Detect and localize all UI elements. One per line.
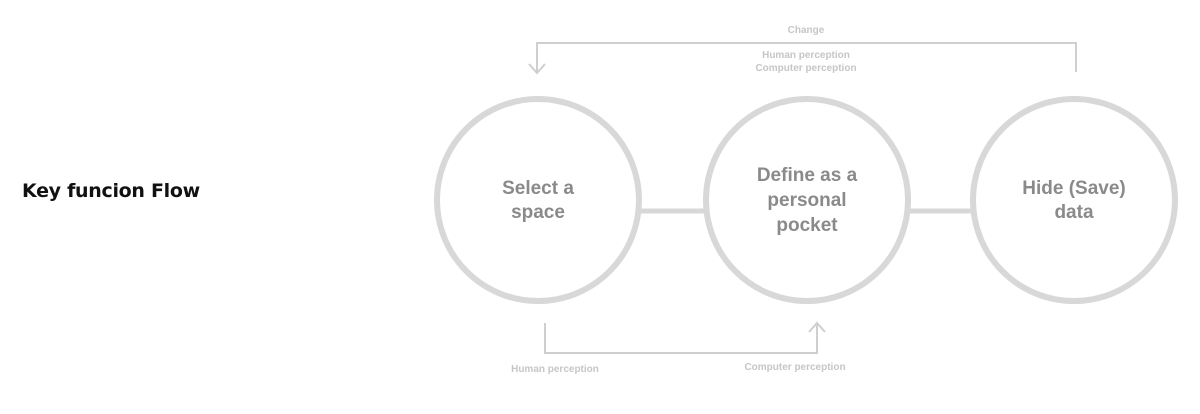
node-hide-data: Hide (Save) data bbox=[970, 96, 1178, 304]
node-hide-data-line-2: data bbox=[1054, 202, 1094, 223]
node-select-space-line-1: Select a bbox=[502, 178, 574, 199]
node-hide-data-line-1: Hide (Save) bbox=[1022, 178, 1125, 199]
top-loop-arrow-down-icon bbox=[528, 63, 546, 75]
bottom-loop-start-label: Human perception bbox=[511, 364, 599, 375]
node-define-pocket: Define as a personal pocket bbox=[703, 96, 911, 304]
top-feedback-loop: Change Human perception Computer percept… bbox=[528, 25, 1077, 75]
top-loop-sub-label-computer: Computer perception bbox=[755, 63, 856, 74]
node-select-space-line-2: space bbox=[511, 202, 565, 223]
node-define-pocket-line-2: personal bbox=[767, 190, 846, 211]
node-define-pocket-line-3: pocket bbox=[776, 215, 838, 236]
node-ring bbox=[970, 96, 1178, 304]
top-loop-label: Change bbox=[788, 25, 825, 36]
node-select-space: Select a space bbox=[434, 96, 642, 304]
node-ring bbox=[434, 96, 642, 304]
bottom-loop-arrow-up-icon bbox=[808, 321, 826, 333]
bottom-loop-end-label: Computer perception bbox=[744, 362, 845, 373]
bottom-loop-line bbox=[544, 323, 818, 354]
node-define-pocket-line-1: Define as a bbox=[757, 165, 858, 186]
bottom-flow-loop: Human perception Computer perception bbox=[511, 321, 846, 375]
section-title: Key funcion Flow bbox=[22, 180, 200, 202]
top-loop-line bbox=[536, 42, 1077, 72]
node-ring bbox=[703, 96, 911, 304]
top-loop-sub-label-human: Human perception bbox=[762, 50, 850, 61]
